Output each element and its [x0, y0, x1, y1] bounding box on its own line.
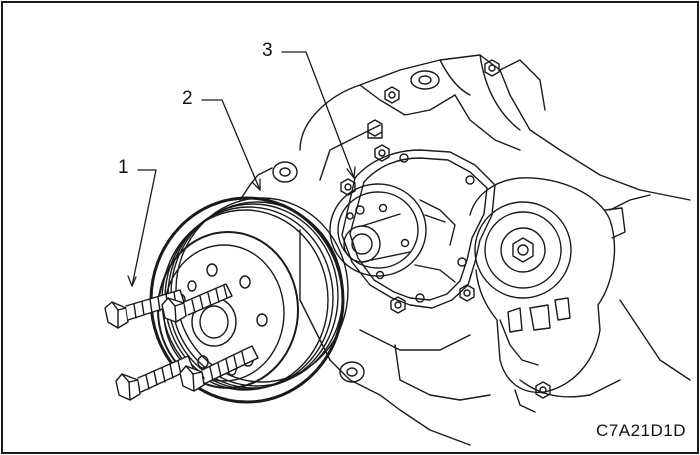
leader-3 [281, 51, 355, 179]
pulley-bolt-c [115, 355, 194, 401]
pulley-bolts [104, 283, 259, 401]
pulley-bolt-d [179, 345, 259, 392]
callout-1: 1 [118, 157, 129, 178]
engine-block-bolts [340, 59, 551, 399]
callout-3: 3 [262, 40, 273, 61]
figure-code: C7A21D1D [596, 421, 686, 440]
callout-2: 2 [182, 88, 193, 109]
belt-tensioner [469, 177, 626, 413]
leader-2 [201, 99, 261, 191]
callout-leaders [127, 51, 356, 287]
pulley-bolt-a [104, 289, 185, 329]
pulley-bolt-b [161, 283, 233, 323]
leader-1 [131, 169, 157, 287]
water-pump [329, 149, 496, 309]
engine-block-outline [239, 54, 691, 446]
